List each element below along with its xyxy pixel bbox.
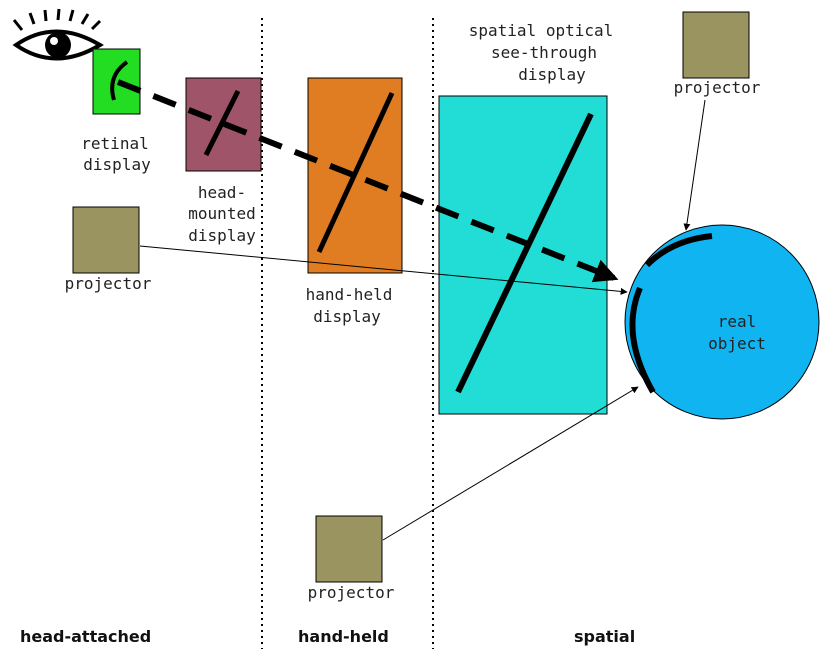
projected-surface-left	[629, 286, 656, 394]
spatial-display-plane	[455, 112, 594, 394]
hand-held-display-plane	[316, 91, 395, 254]
category-hand-held: hand-held	[298, 627, 389, 646]
category-head-attached: head-attached	[20, 627, 151, 646]
projection-arrow-top	[683, 99, 706, 231]
projector-bottom	[315, 515, 383, 583]
retina-curve	[110, 60, 129, 101]
svg-text:head-: head-	[198, 183, 246, 202]
projector-left	[72, 206, 140, 274]
projected-surface-top	[644, 233, 713, 268]
projector-top-right	[682, 11, 750, 79]
svg-text:display: display	[313, 307, 381, 326]
line-of-sight	[116, 79, 619, 283]
svg-text:display: display	[518, 65, 586, 84]
projector-bottom-label: projector	[308, 583, 395, 602]
svg-text:object: object	[708, 334, 766, 353]
projector-top-right-label: projector	[674, 78, 761, 97]
svg-text:hand-held: hand-held	[306, 285, 393, 304]
projection-arrow-left	[139, 245, 628, 295]
retinal-display-box	[92, 48, 141, 115]
retinal-display-label: retinal display	[81, 134, 151, 174]
real-object	[624, 224, 820, 420]
head-mounted-display-label: head- mounted display	[188, 183, 256, 245]
svg-text:spatial optical: spatial optical	[469, 21, 614, 40]
real-object-label: real object	[708, 312, 766, 353]
head-mounted-display-plane	[203, 89, 241, 157]
projector-left-label: projector	[65, 274, 152, 293]
svg-text:real: real	[718, 312, 757, 331]
svg-text:display: display	[83, 155, 151, 174]
svg-text:retinal: retinal	[81, 134, 148, 153]
svg-text:mounted: mounted	[188, 204, 255, 223]
eye-icon	[12, 8, 104, 61]
category-spatial: spatial	[574, 627, 635, 646]
spatial-display-label: spatial optical see-through display	[469, 21, 614, 84]
svg-text:see-through: see-through	[491, 43, 597, 62]
projection-arrow-bottom	[382, 386, 639, 541]
hand-held-display-label: hand-held display	[306, 285, 393, 326]
svg-text:display: display	[188, 226, 256, 245]
